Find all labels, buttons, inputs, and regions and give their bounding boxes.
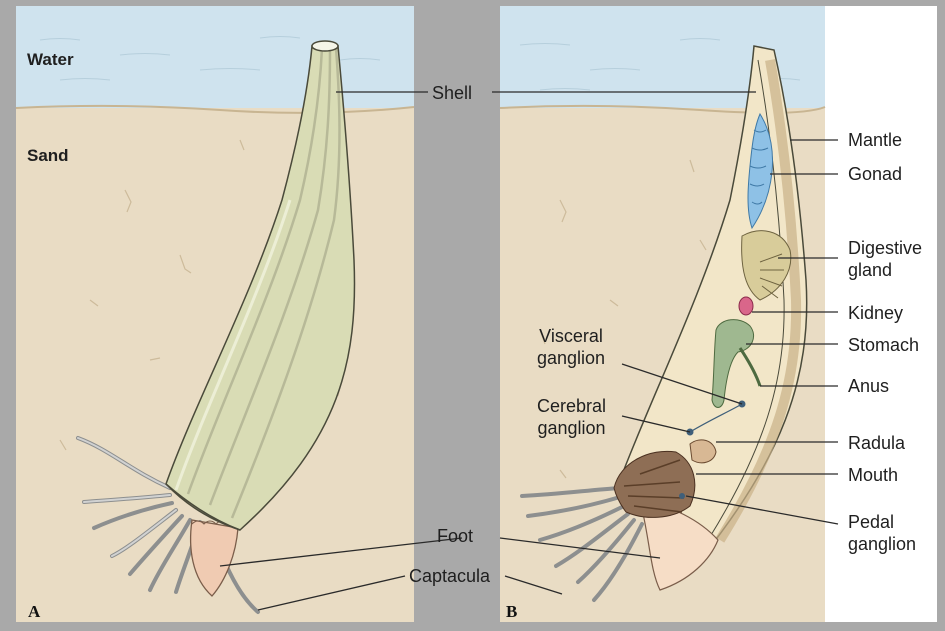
panel-a-water — [16, 6, 414, 110]
panel-a-letter: A — [28, 602, 40, 622]
stomach-label: Stomach — [848, 335, 919, 357]
foot-label: Foot — [437, 526, 473, 548]
panel-b-kidney — [739, 297, 753, 315]
anus-label: Anus — [848, 376, 889, 398]
panel-b-letter: B — [506, 602, 517, 622]
water-label: Water — [27, 50, 74, 70]
digestive-gland-label: Digestive gland — [848, 238, 922, 281]
sand-label: Sand — [27, 146, 69, 166]
visceral-ganglion-label: Visceral ganglion — [537, 326, 605, 369]
kidney-label: Kidney — [848, 303, 903, 325]
shell-label: Shell — [432, 83, 472, 105]
gonad-label: Gonad — [848, 164, 902, 186]
pedal-ganglion-label: Pedal ganglion — [848, 512, 916, 555]
mouth-label: Mouth — [848, 465, 898, 487]
radula-label: Radula — [848, 433, 905, 455]
cerebral-ganglion-label: Cerebral ganglion — [537, 396, 606, 439]
mantle-label: Mantle — [848, 130, 902, 152]
captacula-label: Captacula — [409, 566, 490, 588]
